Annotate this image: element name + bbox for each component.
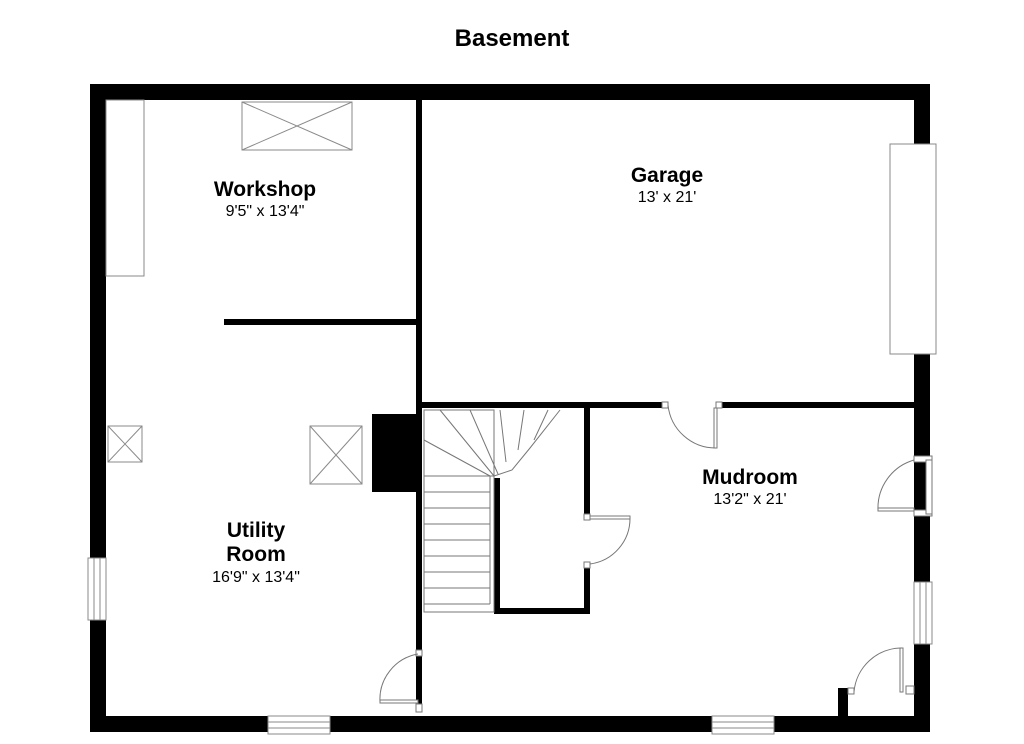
room-name-utility-line2: Room bbox=[226, 543, 286, 566]
stair-outline bbox=[423, 409, 495, 613]
room-dims-mudroom: 13'2" x 21' bbox=[713, 491, 786, 508]
staircase bbox=[423, 409, 561, 613]
door-mudroom-entry bbox=[899, 647, 904, 693]
wall-garage-bottom-left bbox=[420, 402, 666, 408]
chimney bbox=[372, 414, 418, 492]
wall-closet-right-upper bbox=[584, 406, 590, 516]
wall-bottom bbox=[90, 716, 930, 732]
room-dims-garage: 13' x 21' bbox=[638, 189, 697, 206]
garage-door-panel bbox=[889, 143, 937, 355]
door-utility bbox=[379, 699, 419, 704]
window-left bbox=[87, 557, 107, 621]
window-bottom-left bbox=[267, 715, 331, 735]
door-garage-mudroom bbox=[713, 407, 718, 449]
room-name-mudroom: Mudroom bbox=[702, 466, 798, 489]
window-bottom-right bbox=[711, 715, 775, 735]
room-name-workshop: Workshop bbox=[214, 178, 316, 201]
plan-title: Basement bbox=[455, 25, 570, 52]
window-right bbox=[913, 581, 933, 645]
wall-left bbox=[90, 84, 106, 732]
wall-closet-bottom bbox=[494, 608, 590, 614]
room-labels: Workshop 9'5" x 13'4" Garage 13' x 21' M… bbox=[212, 164, 798, 586]
workshop-shelf bbox=[105, 99, 145, 277]
room-name-garage: Garage bbox=[631, 164, 703, 187]
door-mudroom-side bbox=[877, 507, 915, 512]
room-dims-utility: 16'9" x 13'4" bbox=[212, 569, 300, 586]
interior-walls bbox=[224, 98, 916, 718]
door-closet bbox=[589, 515, 631, 520]
wall-workshop-garage bbox=[416, 98, 422, 712]
wall-entry-jog bbox=[838, 688, 848, 718]
wall-closet-right-lower bbox=[584, 566, 590, 614]
wall-top bbox=[90, 84, 930, 100]
fixtures bbox=[107, 101, 937, 485]
shelf bbox=[105, 99, 145, 277]
doors bbox=[379, 401, 933, 713]
wall-closet-left bbox=[494, 478, 500, 614]
wall-workshop-bottom bbox=[224, 319, 418, 325]
windows bbox=[87, 557, 933, 735]
room-name-utility-line1: Utility bbox=[227, 519, 286, 542]
wall-garage-bottom-right bbox=[720, 402, 916, 408]
room-dims-workshop: 9'5" x 13'4" bbox=[226, 203, 305, 220]
